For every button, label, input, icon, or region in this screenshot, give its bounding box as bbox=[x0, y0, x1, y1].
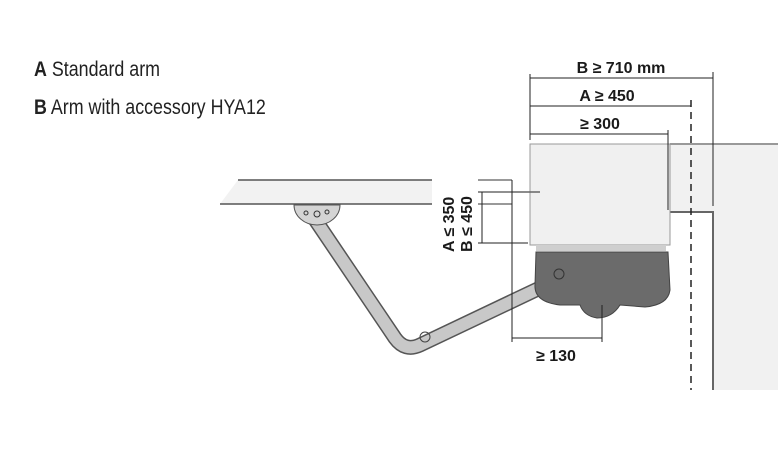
dim-a-height: A ≤ 350 bbox=[441, 197, 458, 252]
legend-text: Arm with accessory HYA12 bbox=[50, 96, 266, 119]
legend-text: Standard arm bbox=[51, 58, 161, 81]
arm bbox=[293, 204, 544, 355]
legend-letter: B bbox=[34, 96, 47, 119]
legend-item-b: B Arm with accessory HYA12 bbox=[34, 96, 266, 120]
dim-min-width: ≥ 300 bbox=[580, 116, 620, 133]
motor-unit bbox=[512, 143, 671, 319]
dim-b-width: B ≥ 710 mm bbox=[577, 60, 666, 77]
dim-offset: ≥ 130 bbox=[536, 348, 576, 365]
dimension-lines bbox=[478, 72, 714, 342]
legend-item-a: A Standard arm bbox=[34, 58, 160, 82]
legend-letter: A bbox=[34, 58, 47, 81]
dimension-labels: B ≥ 710 mm A ≥ 450 ≥ 300 ≥ 130 A ≤ 350 B… bbox=[441, 60, 665, 365]
wall bbox=[670, 143, 778, 390]
dim-b-height: B ≤ 450 bbox=[459, 196, 476, 252]
gate bbox=[220, 179, 512, 205]
dim-a-width: A ≥ 450 bbox=[579, 88, 634, 105]
